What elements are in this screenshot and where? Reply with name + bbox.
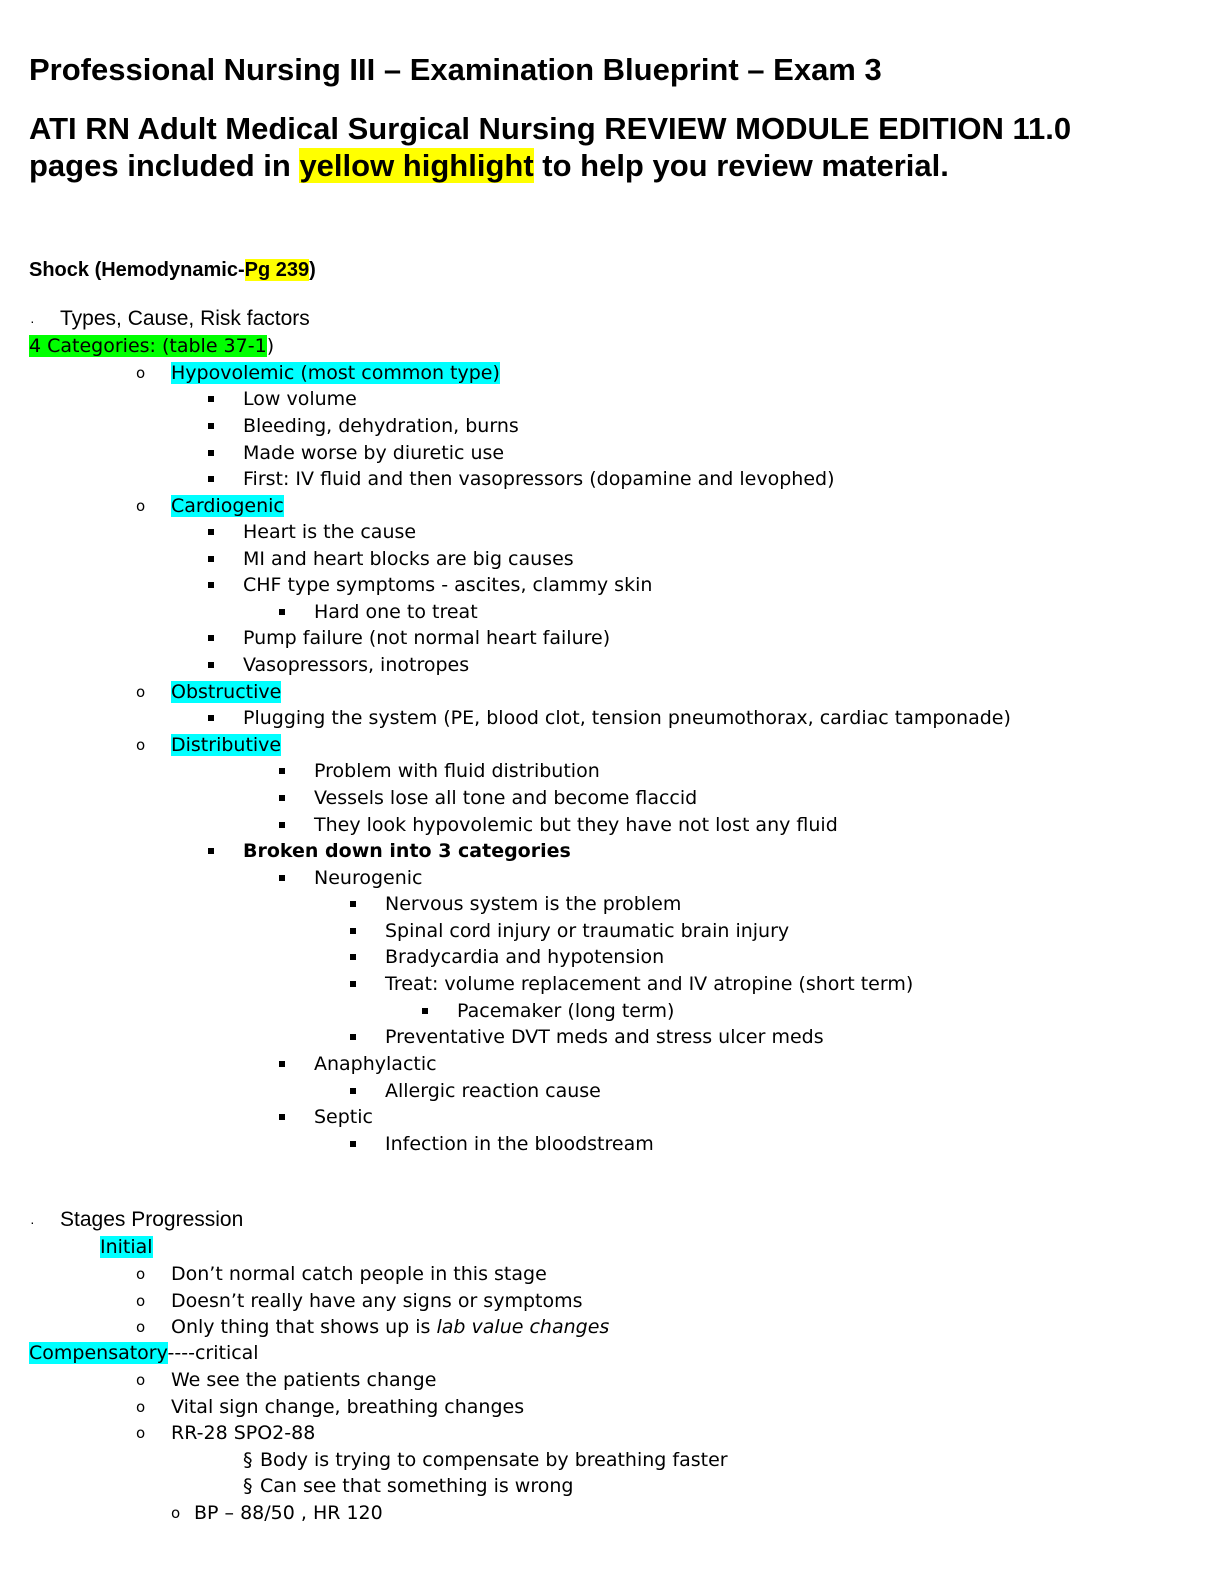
list-item: Vasopressors, inotropes [243,654,470,676]
list-item: Pump failure (not normal heart failure) [243,627,611,649]
circle-bullet: o [136,736,146,754]
list-item: Can see that something is wrong [260,1475,574,1497]
list-item: Nervous system is the problem [385,893,682,915]
page-reference: Pg 239 [244,259,310,281]
square-bullet [279,875,285,881]
document-title: Professional Nursing III – Examination B… [29,52,882,87]
list-item: Treat: volume replacement and IV atropin… [385,973,914,995]
subtitle-line-1: ATI RN Adult Medical Surgical Nursing RE… [29,111,1072,146]
circle-bullet: o [136,1371,146,1389]
square-bullet [350,1034,356,1040]
square-bullet [208,715,214,721]
list-item: Vessels lose all tone and become flaccid [314,787,698,809]
list-item: Allergic reaction cause [385,1080,601,1102]
section-sign: § [243,1475,253,1497]
circle-bullet: o [136,1398,146,1416]
list-item: Plugging the system (PE, blood clot, ten… [243,707,1011,729]
square-bullet [208,396,214,402]
list-item: Spinal cord injury or traumatic brain in… [385,920,790,942]
circle-bullet: o [136,364,146,382]
list-item: Body is trying to compensate by breathin… [260,1449,728,1471]
list-item: Hard one to treat [314,601,478,623]
list-item: MI and heart blocks are big causes [243,548,574,570]
square-bullet [422,1008,428,1014]
categories-label: 4 Categories: (table 37-1) [29,335,275,357]
square-bullet [279,1114,285,1120]
list-item: Doesn’t really have any signs or symptom… [171,1290,583,1312]
list-item: CHF type symptoms - ascites, clammy skin [243,574,653,596]
list-item: Heart is the cause [243,521,417,543]
list-item: Broken down into 3 categories [243,840,571,862]
square-bullet [279,768,285,774]
anaphylactic-label: Anaphylactic [314,1053,437,1075]
circle-bullet: o [136,1318,146,1336]
document-subtitle: ATI RN Adult Medical Surgical Nursing RE… [29,110,1071,184]
square-bullet [208,476,214,482]
initial-label: Initial [100,1236,153,1258]
list-item: Made worse by diuretic use [243,442,505,464]
square-bullet [208,848,214,854]
square-bullet [279,795,285,801]
list-item: Preventative DVT meds and stress ulcer m… [385,1026,824,1048]
square-bullet [208,582,214,588]
list-item: Problem with fluid distribution [314,760,600,782]
hypovolemic-label: Hypovolemic (most common type) [171,362,500,384]
list-item: They look hypovolemic but they have not … [314,814,838,836]
list-item: Only thing that shows up is lab value ch… [171,1316,610,1338]
distributive-label: Distributive [171,734,282,756]
subtitle-line-2: pages included in yellow highlight to he… [29,148,949,183]
yellow-highlight-text: yellow highlight [299,148,534,183]
section-heading: Shock (Hemodynamic-Pg 239) [29,259,316,281]
circle-bullet: o [171,1504,181,1522]
square-bullet [208,635,214,641]
septic-label: Septic [314,1106,373,1128]
types-heading: Types, Cause, Risk factors [60,307,310,330]
circle-bullet: o [136,683,146,701]
square-bullet [208,450,214,456]
square-bullet [350,1088,356,1094]
square-bullet [350,901,356,907]
list-item: Infection in the bloodstream [385,1133,654,1155]
bullet-dot: · [30,313,35,329]
list-item: First: IV fluid and then vasopressors (d… [243,468,835,490]
list-item: Low volume [243,388,357,410]
square-bullet [350,928,356,934]
list-item: We see the patients change [171,1369,437,1391]
vitals-line: BP – 88/50 , HR 120 [194,1502,383,1524]
circle-bullet: o [136,497,146,515]
square-bullet [208,556,214,562]
neurogenic-label: Neurogenic [314,867,423,889]
square-bullet [350,981,356,987]
compensatory-label: Compensatory----critical [29,1342,259,1364]
square-bullet [350,954,356,960]
stages-heading: Stages Progression [60,1208,244,1231]
square-bullet [208,529,214,535]
circle-bullet: o [136,1265,146,1283]
list-item: RR-28 SPO2-88 [171,1422,316,1444]
circle-bullet: o [136,1424,146,1442]
list-item: Bleeding, dehydration, burns [243,415,519,437]
bullet-dot: · [30,1214,35,1230]
square-bullet [208,423,214,429]
list-item: Pacemaker (long term) [457,1000,675,1022]
obstructive-label: Obstructive [171,681,282,703]
section-sign: § [243,1449,253,1471]
square-bullet [279,1061,285,1067]
square-bullet [350,1141,356,1147]
list-item: Don’t normal catch people in this stage [171,1263,547,1285]
circle-bullet: o [136,1292,146,1310]
square-bullet [279,609,285,615]
square-bullet [208,662,214,668]
cardiogenic-label: Cardiogenic [171,495,284,517]
list-item: Bradycardia and hypotension [385,946,665,968]
list-item: Vital sign change, breathing changes [171,1396,525,1418]
square-bullet [279,822,285,828]
